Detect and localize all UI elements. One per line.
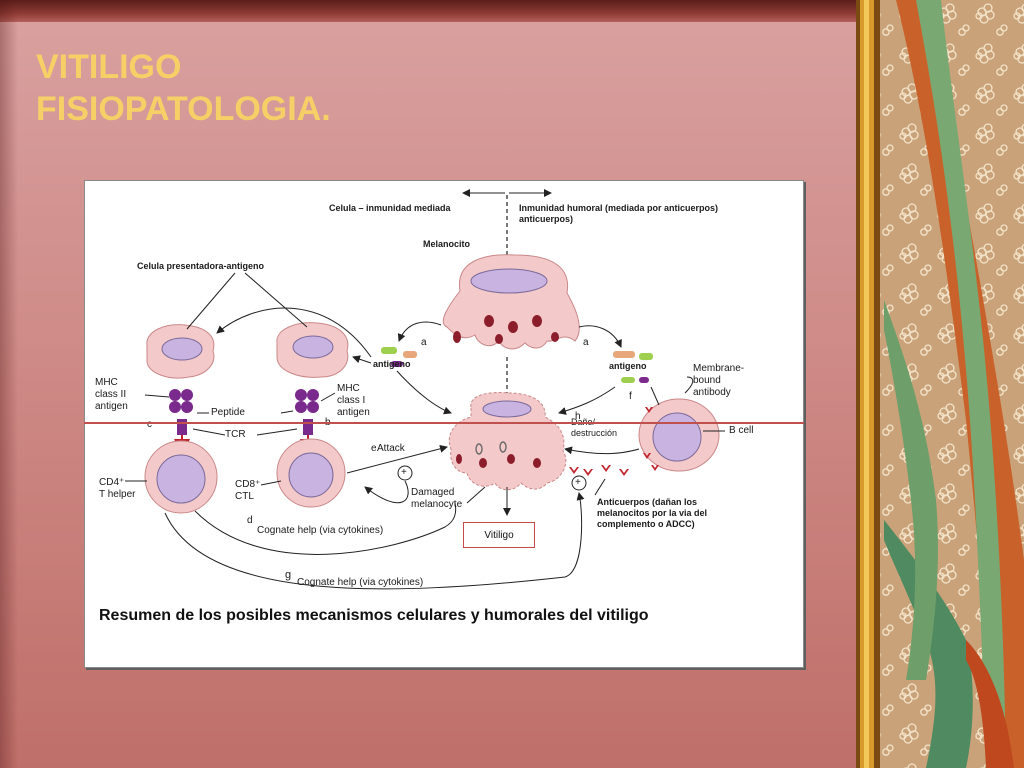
tcr-label: TCR [225, 429, 246, 440]
plus-sign-left: + [401, 467, 407, 478]
step-letter-h: h [575, 411, 581, 422]
top-band [0, 0, 880, 22]
apc-label: Celula presentadora-antigeno [137, 261, 265, 271]
figure-caption: Resumen de los posibles mecanismos celul… [99, 607, 649, 624]
plus-sign-right: + [575, 477, 581, 488]
cd4-label: CD4⁺ T helper [99, 477, 136, 500]
horizontal-rule [84, 422, 804, 424]
membrane-antibody-label: Membrane- bound antibody [693, 363, 745, 398]
decorative-frame [856, 0, 1024, 768]
cognate-help-g-label: Cognate help (via cytokines) [297, 577, 424, 588]
step-letter-g: g [285, 569, 292, 581]
antigeno-right-label: antigeno [609, 361, 647, 371]
mhc2-label: MHC class II antigen [95, 377, 128, 412]
step-letter-a-right: a [583, 337, 589, 348]
title-line-2: FISIOPATOLOGIA. [36, 90, 331, 128]
mhc1-label: MHC class I antigen [337, 383, 370, 418]
antigeno-left-label: antigeno [373, 359, 411, 369]
slide-title: VITILIGO FISIOPATOLOGIA. [36, 46, 331, 130]
left-shade [0, 0, 18, 768]
header-cell-mediated: Celula – inmunidad mediada [329, 203, 451, 213]
cognate-help-d-label: Cognate help (via cytokines) [257, 525, 384, 536]
damaged-melanocyte-label: Damaged melanocyte [411, 487, 463, 510]
header-humoral: Inmunidad humoral (mediada por anticuerp… [519, 203, 719, 224]
anticuerpos-label: Anticuerpos (dañan los melanocitos por l… [597, 497, 708, 529]
step-letter-f: f [629, 391, 632, 402]
bcell-label: B cell [729, 425, 754, 436]
melanocito-label: Melanocito [423, 239, 471, 249]
peptide-label: Peptide [211, 407, 245, 418]
diagram-graphics [125, 189, 725, 590]
vitiligo-box: Vitiligo [463, 522, 535, 548]
step-letter-d: d [247, 515, 253, 526]
vitiligo-label: Vitiligo [484, 529, 514, 541]
step-letter-a-left: a [421, 337, 427, 348]
step-letter-e: e [371, 443, 377, 454]
cd8-label: CD8⁺ CTL [235, 479, 261, 502]
attack-label: Attack [377, 443, 405, 454]
pathophysiology-diagram: Celula – inmunidad mediada Inmunidad hum… [84, 180, 804, 668]
title-line-1: VITILIGO [36, 48, 182, 86]
step-letter-c: c [147, 419, 152, 430]
